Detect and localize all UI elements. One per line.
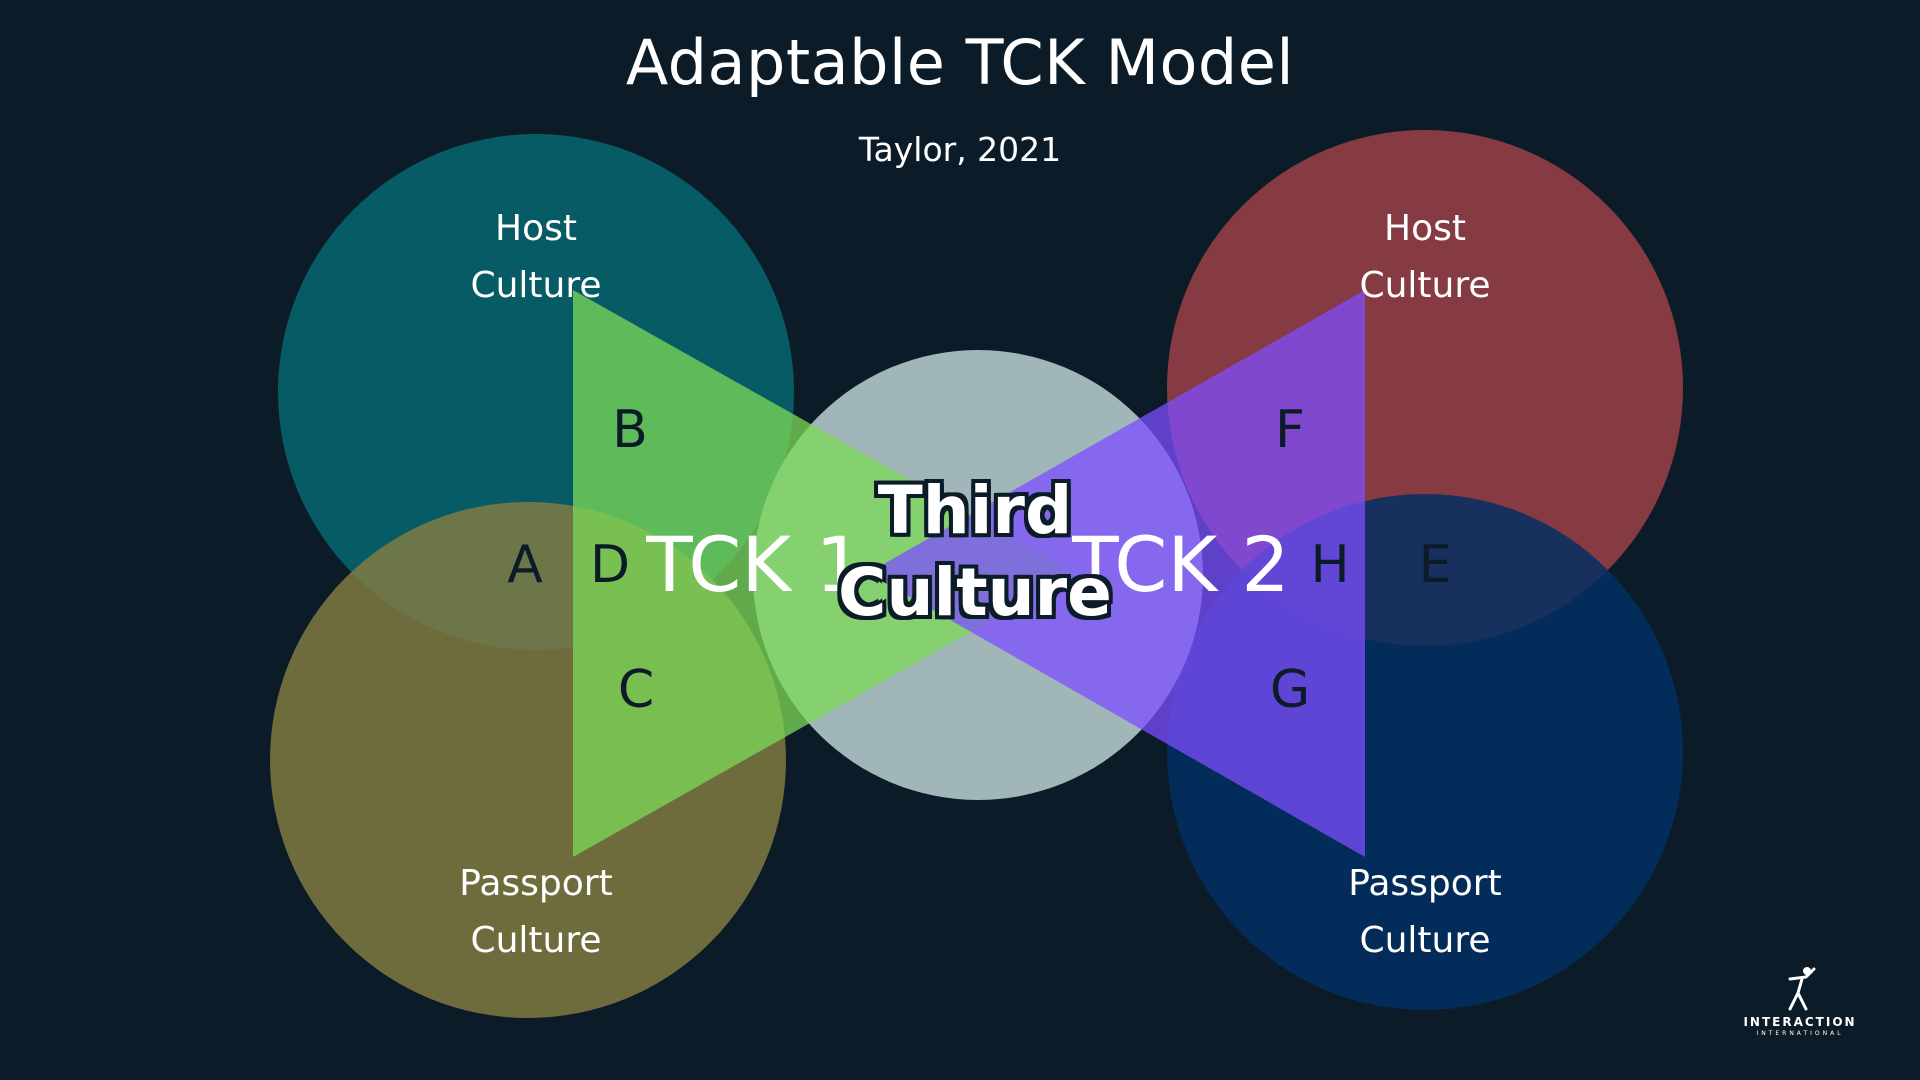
region-c-label: C (617, 660, 655, 720)
third-culture-label: Third Culture (800, 470, 1150, 634)
label-line: Passport (459, 863, 613, 904)
left-host-culture-label: Host Culture (386, 200, 686, 314)
page-title: Adaptable TCK Model (625, 26, 1295, 99)
label-line: Culture (470, 920, 602, 961)
region-e-label: E (1418, 535, 1452, 595)
region-g-label: G (1269, 660, 1311, 720)
region-h-label: H (1310, 535, 1350, 595)
right-host-culture-label: Host Culture (1275, 200, 1575, 314)
region-b-label: B (612, 400, 648, 460)
label-line: Culture (470, 265, 602, 306)
label-line: Culture (1359, 265, 1491, 306)
left-passport-culture-label: Passport Culture (386, 855, 686, 969)
label-line: Host (1384, 208, 1466, 249)
logo-subname: INTERNATIONAL (1756, 1030, 1844, 1037)
person-figure-icon (1788, 967, 1816, 1011)
label-line: Third (877, 472, 1073, 549)
region-d-label: D (589, 535, 631, 595)
page-subtitle: Taylor, 2021 (858, 130, 1062, 169)
region-a-label: A (507, 535, 543, 595)
tck2-triangle (868, 290, 1365, 857)
label-line: Culture (838, 554, 1112, 631)
label-line: Host (495, 208, 577, 249)
region-f-label: F (1275, 400, 1305, 460)
interaction-international-logo: INTERACTION INTERNATIONAL (1735, 965, 1865, 1039)
tck1-triangle (573, 290, 1075, 857)
label-line: Culture (1359, 920, 1491, 961)
logo-name: INTERACTION (1743, 1015, 1857, 1029)
label-line: Passport (1348, 863, 1502, 904)
right-passport-culture-label: Passport Culture (1275, 855, 1575, 969)
tck2-label: TCK 2 (1072, 520, 1290, 609)
tck1-label: TCK 1 (646, 520, 864, 609)
